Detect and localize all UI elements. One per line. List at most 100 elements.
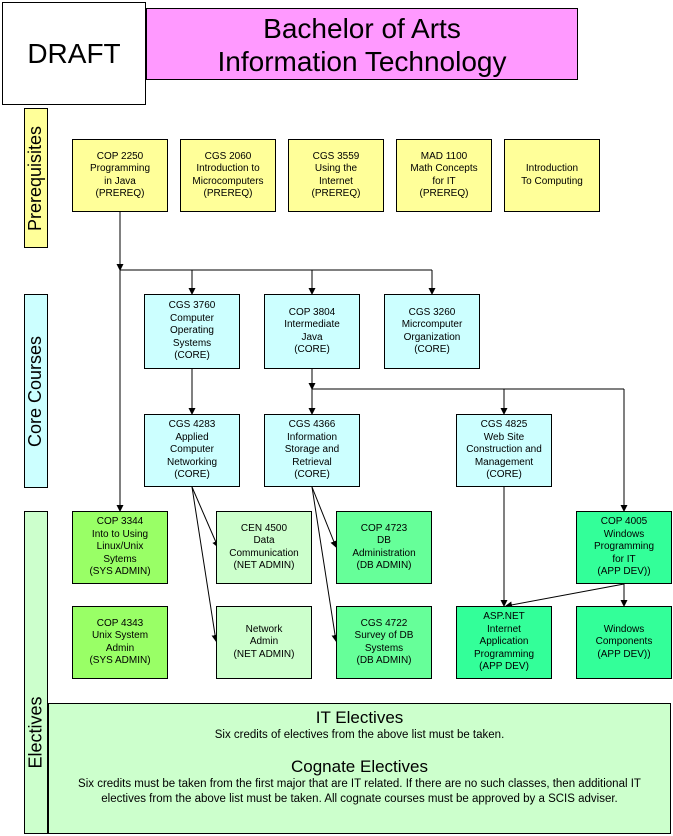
course-name: Unix System: [91, 630, 149, 641]
course-name: Into to Using: [91, 528, 149, 540]
course-name: Programming: [473, 648, 535, 660]
course-tag: (DB ADMIN): [356, 560, 412, 571]
elective-cop4343: COP 4343 Unix System Admin (SYS ADMIN): [72, 606, 168, 679]
course-tag: (CORE): [414, 344, 450, 355]
course-name: Intermediate: [284, 319, 340, 330]
course-tag: (CORE): [486, 469, 522, 481]
course-tag: (APP DEV)): [597, 566, 651, 578]
core-cgs4366: CGS 4366 Information Storage and Retriev…: [264, 414, 360, 487]
course-name: Introduction: [525, 163, 579, 174]
course-tag: (DB ADMIN): [356, 655, 412, 666]
course-code: COP 3804: [288, 306, 336, 318]
course-tag: (APP DEV)): [597, 648, 651, 660]
course-name: Administration: [352, 547, 416, 559]
elective-aspnet: ASP.NET Internet Application Programming…: [456, 606, 552, 679]
course-tag: (CORE): [294, 344, 330, 355]
elective-notes-panel: IT Electives Six credits of electives fr…: [48, 703, 671, 834]
electives-section-label: Electives: [24, 511, 48, 834]
course-name: for IT: [432, 175, 456, 187]
course-name: Network: [245, 623, 283, 635]
core-cgs3760: CGS 3760 Computer Operating Systems (COR…: [144, 294, 240, 369]
course-code: COP 4005: [600, 516, 648, 528]
course-tag: (APP DEV): [479, 661, 529, 673]
it-electives-heading: IT Electives: [315, 708, 404, 727]
course-code: CGS 3760: [168, 300, 216, 312]
course-name: Sytems: [103, 553, 137, 565]
course-name: Windows: [603, 623, 645, 635]
course-name: Programming: [593, 541, 655, 553]
elective-cop3344: COP 3344 Into to Using Linux/Unix Sytems…: [72, 511, 168, 584]
course-code: COP 4723: [360, 522, 408, 534]
course-code: COP 4343: [96, 617, 144, 629]
prereq-intro-computing: Introduction To Computing: [504, 139, 600, 212]
course-name: Components: [595, 636, 653, 648]
course-code: CGS 4366: [288, 419, 336, 431]
prereq-cgs3559: CGS 3559 Using the Internet (PREREQ): [288, 139, 384, 212]
core-label-text: Core Courses: [25, 335, 46, 447]
course-tag: (PREREQ): [95, 188, 145, 199]
course-name: Communication: [229, 547, 299, 559]
course-tag: (PREREQ): [311, 188, 361, 199]
course-name: Internet: [319, 175, 353, 187]
course-name: Organization: [403, 331, 461, 343]
prerequisites-section-label: Prerequisites: [24, 108, 48, 248]
title-line-1: Bachelor of Arts: [263, 13, 461, 44]
course-name: Programming: [89, 163, 151, 174]
course-name: Networking: [166, 456, 218, 468]
course-tag: (PREREQ): [203, 188, 253, 199]
course-code: CGS 4722: [360, 617, 408, 629]
core-cgs3260: CGS 3260 Micrcomputer Organization (CORE…: [384, 294, 480, 369]
course-tag: (CORE): [174, 350, 210, 362]
core-cop3804: COP 3804 Intermediate Java (CORE): [264, 294, 360, 369]
prerequisites-label-text: Prerequisites: [25, 125, 46, 231]
course-name: Micrcomputer: [401, 319, 463, 330]
elective-cop4005: COP 4005 Windows Programming for IT (APP…: [576, 511, 672, 584]
course-tag: (NET ADMIN): [233, 560, 295, 571]
course-name: Computer: [170, 312, 214, 324]
elective-windows-components: Windows Components (APP DEV)): [576, 606, 672, 679]
course-code: COP 3344: [96, 516, 144, 528]
course-name: Computer: [170, 444, 214, 456]
prereq-cgs2060: CGS 2060 Introduction to Microcomputers …: [180, 139, 276, 212]
core-section-label: Core Courses: [24, 294, 48, 488]
course-name: Management: [474, 456, 534, 468]
course-tag: (PREREQ): [419, 188, 469, 199]
title-banner: Bachelor of Arts Information Technology: [146, 8, 578, 80]
course-tag: (SYS ADMIN): [89, 566, 151, 578]
course-name: Retrieval: [292, 456, 332, 468]
course-name: Introduction to: [196, 163, 260, 174]
course-tag: (CORE): [294, 469, 330, 481]
course-name: in Java: [104, 175, 136, 187]
core-cgs4825: CGS 4825 Web Site Construction and Manag…: [456, 414, 552, 487]
prereq-mad1100: MAD 1100 Math Concepts for IT (PREREQ): [396, 139, 492, 212]
course-code: CGS 4283: [168, 419, 216, 431]
course-code: CGS 3260: [408, 306, 456, 318]
course-name: Data: [253, 535, 275, 546]
course-tag: (SYS ADMIN): [89, 655, 151, 666]
elective-cgs4722: CGS 4722 Survey of DB Systems (DB ADMIN): [336, 606, 432, 679]
elective-cen4500: CEN 4500 Data Communication (NET ADMIN): [216, 511, 312, 584]
course-code: CGS 4825: [480, 419, 528, 431]
course-name: Internet: [487, 623, 521, 635]
it-electives-text: Six credits of electives from the above …: [214, 729, 505, 741]
course-code: CGS 3559: [312, 150, 360, 162]
course-name: ASP.NET: [483, 611, 525, 623]
course-name: Java: [301, 331, 323, 343]
course-name: Systems: [364, 642, 404, 654]
course-name: Windows: [603, 528, 645, 540]
prereq-cop2250: COP 2250 Programming in Java (PREREQ): [72, 139, 168, 212]
course-name: Admin: [249, 636, 279, 648]
course-name: Web Site: [483, 431, 525, 443]
electives-label-text: Electives: [25, 696, 46, 769]
core-cgs4283: CGS 4283 Applied Computer Networking (CO…: [144, 414, 240, 487]
course-name: Storage and: [284, 444, 340, 456]
course-code: CEN 4500: [240, 522, 288, 534]
course-name: Microcomputers: [192, 175, 264, 187]
course-name: Construction and: [466, 444, 542, 456]
draft-label: DRAFT: [2, 2, 146, 105]
course-name: Survey of DB: [354, 630, 414, 641]
elective-network-admin: Network Admin (NET ADMIN): [216, 606, 312, 679]
course-name: Operating: [170, 325, 214, 337]
course-name: Systems: [172, 337, 212, 349]
